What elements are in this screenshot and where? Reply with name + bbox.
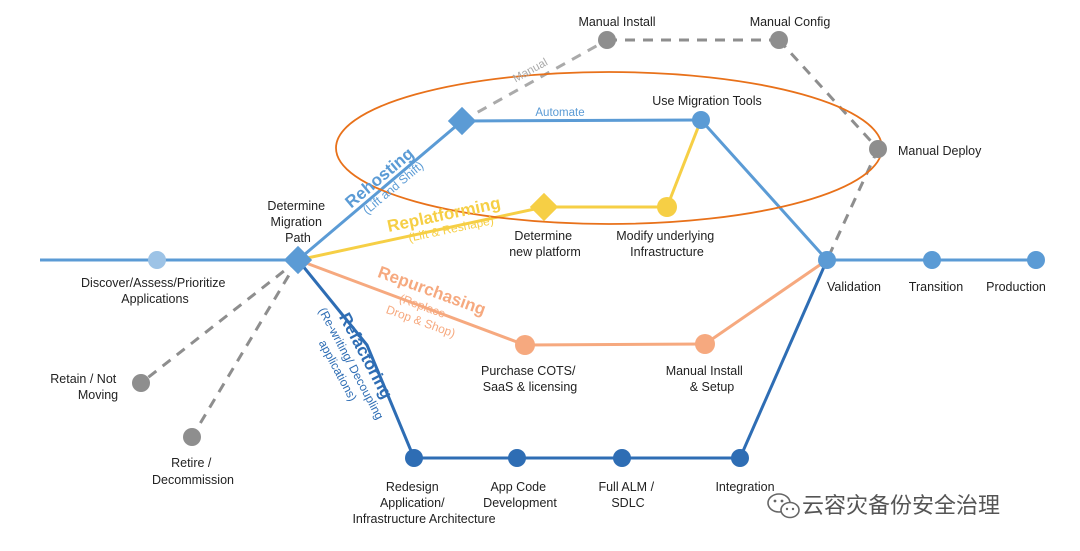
modify-infrastructure-label: Modify underlying Infrastructure	[616, 229, 717, 259]
app-code-node	[508, 449, 526, 467]
determine-path-label: Determine Migration Path	[267, 199, 328, 245]
connector-lines	[40, 38, 1036, 460]
repurchasing-line	[297, 258, 526, 347]
redesign-node	[405, 449, 423, 467]
retain-dashed-line	[140, 258, 299, 385]
manual-dashed-line-3	[777, 38, 880, 151]
transition-node	[923, 251, 941, 269]
nodes	[132, 31, 1045, 467]
manual-config-node	[770, 31, 788, 49]
retire-label: Retire / Decommission	[152, 456, 234, 487]
integration-node	[731, 449, 749, 467]
production-node	[1027, 251, 1045, 269]
transition-label: Transition	[909, 280, 963, 294]
manual-install-label: Manual Install	[578, 15, 655, 29]
repurchasing-path-label: Repurchasing (Replace - Drop & Shop)	[375, 263, 488, 341]
manual-edge-label: Manual	[511, 56, 550, 85]
discover-node	[148, 251, 166, 269]
purchase-to-setup-line	[524, 342, 706, 347]
manual-dashed-line-1	[461, 38, 608, 123]
rehosting-line	[297, 119, 463, 262]
setup-to-validation-line	[704, 258, 828, 346]
use-migration-tools-node	[692, 111, 710, 129]
retire-node	[183, 428, 201, 446]
validation-label: Validation	[827, 280, 881, 294]
app-code-label: App Code Development	[483, 480, 557, 510]
replatforming-path-label: Replatforming (Lift & Reshape)	[386, 193, 503, 244]
discover-label: Discover/Assess/Prioritize Applications	[81, 276, 229, 306]
modify-infrastructure-node	[657, 197, 677, 217]
production-label: Production	[986, 280, 1046, 294]
migration-tools-to-validation-line	[699, 118, 829, 262]
node-labels: Discover/Assess/Prioritize Applications …	[50, 15, 1046, 526]
full-alm-label: Full ALM / SDLC	[598, 480, 657, 510]
integration-label: Integration	[715, 480, 774, 494]
purchase-cots-label: Purchase COTS/ SaaS & licensing	[481, 364, 579, 394]
validation-node	[818, 251, 836, 269]
modify-to-tools-line	[665, 119, 703, 208]
manual-setup-node	[695, 334, 715, 354]
replatforming-line	[297, 205, 545, 262]
integration-to-validation-line	[738, 259, 829, 459]
manual-config-label: Manual Config	[750, 15, 831, 29]
manual-deploy-label: Manual Deploy	[898, 144, 982, 158]
purchase-cots-node	[515, 335, 535, 355]
automate-edge-label: Automate	[535, 107, 584, 119]
automate-line	[461, 118, 702, 123]
discover-label-line2: Applications	[121, 292, 188, 306]
retire-dashed-line	[190, 259, 300, 438]
refactoring-line	[296, 259, 416, 459]
watermark: 云容灾备份安全治理	[767, 493, 1000, 519]
retain-node	[132, 374, 150, 392]
use-migration-tools-label: Use Migration Tools	[652, 94, 762, 108]
manual-deploy-node	[869, 140, 887, 158]
redesign-label: Redesign Application/ Infrastructure Arc…	[352, 480, 495, 526]
manual-setup-label: Manual Install & Setup	[666, 364, 747, 394]
wechat-icon	[767, 493, 800, 519]
retain-label: Retain / Not Moving	[50, 372, 120, 402]
manual-install-node	[598, 31, 616, 49]
determine-platform-label: Determine new platform	[509, 229, 581, 259]
determine-platform-node	[529, 192, 559, 222]
watermark-text: 云容灾备份安全治理	[802, 494, 1000, 519]
rehosting-highlight-ellipse	[335, 71, 883, 225]
full-alm-node	[613, 449, 631, 467]
manual-dashed-line-4	[825, 148, 880, 261]
